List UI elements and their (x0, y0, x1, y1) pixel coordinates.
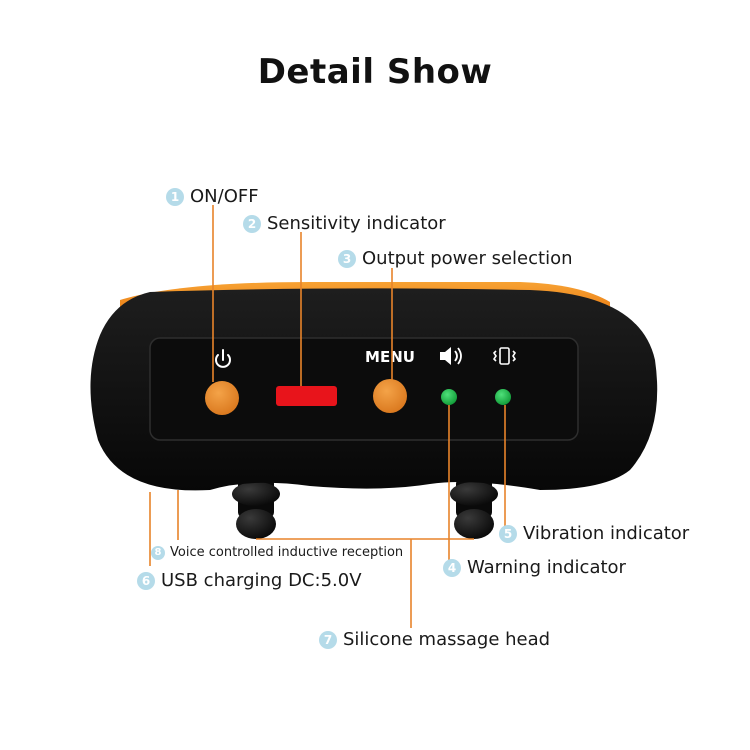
callout-voice-controlled-reception: 8 Voice controlled inductive reception (151, 545, 403, 560)
callout-label: Sensitivity indicator (267, 213, 446, 234)
callout-output-power-selection: 3 Output power selection (338, 248, 573, 269)
callout-label: USB charging DC:5.0V (161, 570, 362, 591)
callout-label: Warning indicator (467, 557, 626, 578)
massage-head-left (232, 478, 280, 539)
callout-label: Silicone massage head (343, 629, 550, 650)
callout-label: Vibration indicator (523, 523, 689, 544)
callout-usb-charging: 6 USB charging DC:5.0V (137, 570, 362, 591)
callout-label: Voice controlled inductive reception (170, 545, 403, 560)
callout-label: ON/OFF (190, 186, 259, 207)
callout-vibration-indicator: 5 Vibration indicator (499, 523, 689, 544)
callout-number: 1 (166, 188, 184, 206)
callout-warning-indicator: 4 Warning indicator (443, 557, 626, 578)
callout-label: Output power selection (362, 248, 573, 269)
sensitivity-indicator (276, 386, 337, 406)
massage-head-right (450, 478, 498, 539)
vibration-led (495, 389, 511, 405)
callout-number: 3 (338, 250, 356, 268)
callout-number: 4 (443, 559, 461, 577)
warning-led (441, 389, 457, 405)
callout-number: 6 (137, 572, 155, 590)
callout-number: 7 (319, 631, 337, 649)
callout-number: 2 (243, 215, 261, 233)
power-button[interactable] (205, 381, 239, 415)
callout-on-off: 1 ON/OFF (166, 186, 259, 207)
menu-button[interactable] (373, 379, 407, 413)
callout-number: 5 (499, 525, 517, 543)
callout-silicone-massage-head: 7 Silicone massage head (319, 629, 550, 650)
menu-label: MENU (365, 348, 415, 366)
callout-number: 8 (151, 546, 165, 560)
callout-sensitivity-indicator: 2 Sensitivity indicator (243, 213, 446, 234)
